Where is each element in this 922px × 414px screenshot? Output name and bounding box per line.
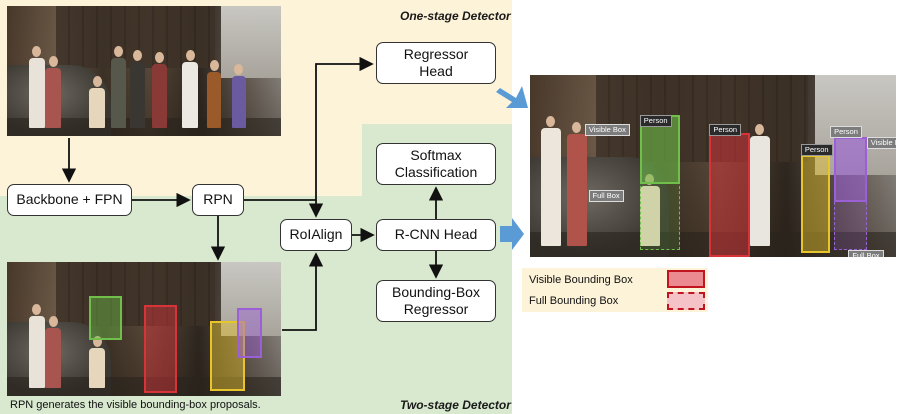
tag-person-yellow: Person (800, 144, 833, 157)
person-figure (45, 56, 62, 129)
regressor-head-label: Regressor Head (404, 46, 469, 81)
softmax-line-2: Classification (394, 164, 478, 180)
person-figure (28, 303, 45, 388)
bbox-regressor-line-2: Regressor (403, 301, 469, 317)
one-stage-label: One-stage Detector (400, 9, 511, 23)
tag-person-purple: Person (830, 125, 862, 139)
person-figure (207, 60, 222, 129)
two-stage-label: Two-stage Detector (400, 398, 511, 412)
tag-visible-box-left: Visible Box (584, 124, 630, 137)
regressor-head-line-1: Regressor (403, 45, 469, 62)
output-photo: Visible Box Person Person Person Person … (530, 75, 896, 257)
sky-region (220, 6, 281, 78)
bbox-regressor-label: Bounding-Box Regressor (392, 284, 480, 319)
legend-visible-label: Visible Bounding Box (529, 274, 633, 286)
person-figure (28, 46, 45, 129)
rcnn-head-node: R-CNN Head (376, 219, 496, 251)
regressor-head-line-2: Head (419, 63, 453, 79)
tag-full-box-left: Full Box (588, 189, 624, 202)
arrow-rpn-to-regressor (244, 56, 374, 201)
person-figure (89, 335, 106, 388)
roialign-node: RoIAlign (280, 219, 352, 251)
person-figure (231, 64, 246, 129)
output-box-purple-visible (833, 136, 867, 203)
person-figure (89, 76, 106, 129)
person-figure (130, 50, 146, 129)
sky-region (220, 262, 281, 336)
tag-person-red: Person (709, 124, 742, 137)
rpn-node: RPN (192, 184, 244, 216)
proposal-box-purple (237, 307, 262, 359)
arrow-proposals-to-roialign (282, 252, 324, 331)
person-figure (749, 124, 770, 247)
person-figure (566, 122, 587, 247)
softmax-classification-node: Softmax Classification (376, 143, 496, 185)
rpn-caption: RPN generates the visible bounding-box p… (10, 399, 261, 411)
tag-full-box-right: Full Box (848, 249, 884, 257)
tag-visible-box-right: Visible Box (866, 136, 896, 150)
legend-full-swatch (667, 292, 705, 310)
bbox-regressor-node: Bounding-Box Regressor (376, 280, 496, 322)
person-figure (45, 315, 62, 388)
softmax-line-1: Softmax (410, 146, 462, 163)
tag-person-green: Person (639, 115, 672, 128)
backbone-fpn-node: Backbone + FPN (7, 184, 132, 216)
regressor-head-node: Regressor Head (376, 42, 496, 84)
proposal-box-yellow (209, 320, 246, 391)
blue-arrow-one-stage (496, 86, 528, 108)
building-facade (56, 262, 216, 327)
input-photo (7, 6, 281, 136)
rpn-proposals-photo (7, 262, 281, 396)
bbox-regressor-line-1: Bounding-Box (392, 283, 480, 300)
person-figure (540, 116, 561, 247)
building-facade (595, 75, 809, 163)
legend-visible-swatch (667, 270, 705, 288)
output-box-yellow (800, 155, 831, 254)
person-figure (152, 52, 168, 129)
softmax-label: Softmax Classification (395, 147, 477, 182)
person-figure (111, 46, 127, 129)
person-figure (182, 50, 199, 129)
legend-full-label: Full Bounding Box (529, 295, 619, 307)
blue-arrow-two-stage (500, 218, 524, 250)
proposal-box-red (144, 304, 177, 394)
proposal-box-green (89, 295, 123, 340)
output-box-red (709, 133, 750, 257)
